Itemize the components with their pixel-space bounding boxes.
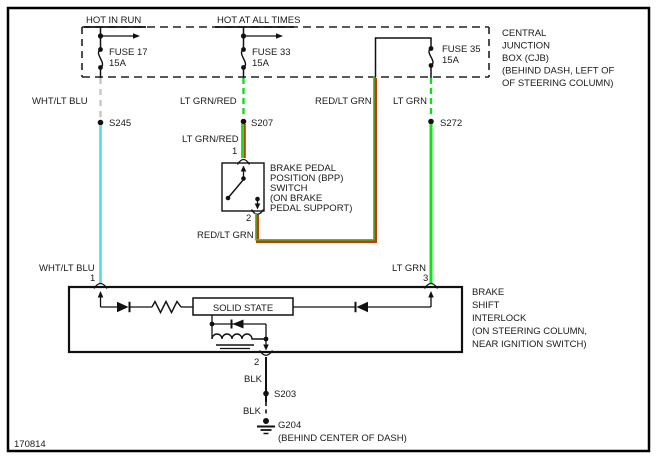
bpp-caption-line2: POSITION (BPP): [270, 173, 343, 184]
bpp-pin2-connector-icon: [250, 209, 265, 215]
red-lt-grn-label-bottom: RED/LT GRN: [197, 230, 254, 241]
cjb-caption-line5: OF STEERING COLUMN): [502, 78, 613, 89]
fuse17-label: FUSE 17: [109, 47, 148, 58]
interlock-caption-line4: (ON STEERING COLUMN,: [472, 326, 587, 337]
wire-red-lt-grn-grn-stripe: [255, 76, 375, 241]
diode-coil-icon: [232, 319, 244, 329]
fuse33-branch: FUSE 33 15A: [240, 27, 291, 78]
lt-grn-red-run: LT GRN/RED S207 LT GRN/RED 1: [180, 78, 273, 165]
interlock-junction-dot-right: [263, 336, 269, 342]
fuse33-bus-arrow-icon: [276, 33, 283, 39]
bpp-pin1-arrow-icon: [240, 165, 247, 172]
fuse33-label: FUSE 33: [252, 47, 291, 58]
interlock-box: [67, 285, 464, 354]
interlock-caption-line3: INTERLOCK: [472, 313, 527, 324]
splice-s203-dot: [263, 390, 269, 397]
splice-s203-label: S203: [274, 389, 296, 400]
interlock-caption-line1: BRAKE: [472, 287, 504, 298]
fuse17-branch: FUSE 17 15A: [97, 27, 148, 78]
page-border: [6, 6, 651, 453]
lt-grn-red-label-bottom: LT GRN/RED: [182, 134, 239, 145]
bpp-pin2-arrow-icon: [254, 203, 261, 210]
splice-s272-label: S272: [440, 118, 462, 129]
diode-input-icon: [117, 301, 129, 313]
lt-grn-run: LT GRN S272 LT GRN 3: [392, 78, 462, 289]
cjb-caption-line1: CENTRAL: [502, 28, 546, 39]
interlock-pin1-arrow-icon: [97, 291, 104, 298]
splice-s245-label: S245: [109, 118, 131, 129]
blk-label-top: BLK: [244, 374, 263, 385]
cjb-caption-line3: BOX (CJB): [502, 53, 549, 64]
interlock-pin2-number: 2: [254, 357, 259, 368]
wht-lt-blu-label-bottom: WHT/LT BLU: [39, 263, 95, 274]
red-lt-grn-run: RED/LT GRN RED/LT GRN: [197, 76, 377, 243]
splice-s207-label: S207: [251, 118, 273, 129]
fuse33-rating: 15A: [252, 58, 270, 69]
splice-s245-dot: [97, 119, 104, 126]
bpp-switch-blade: [227, 179, 245, 199]
resistor-icon: [151, 299, 182, 315]
interlock-pin3-number: 3: [423, 273, 428, 284]
interlock-pin3-arrow-icon: [428, 291, 434, 298]
lt-grn-label-top: LT GRN: [393, 96, 427, 107]
bpp-caption-line5: PEDAL SUPPORT): [270, 203, 352, 214]
wht-lt-blu-label-top: WHT/LT BLU: [32, 96, 88, 107]
bpp-contact-lower-dot: [225, 195, 231, 201]
interlock-pin2-connector-icon: [258, 350, 274, 356]
cjb-caption-line4: (BEHIND DASH, LEFT OF: [502, 66, 614, 77]
blk-label-bottom: BLK: [243, 406, 262, 417]
splice-s272-dot: [428, 118, 434, 125]
solid-state-label: SOLID STATE: [213, 303, 273, 314]
ground-run: BLK S203 BLK G204 (BEHIND CENTER OF DASH…: [243, 357, 407, 444]
lt-grn-label-bottom: LT GRN: [392, 263, 426, 274]
solenoid-coil-icon: [211, 333, 266, 340]
brake-shift-interlock: SOLID STATE 2 BRAKE SHIFT INTERLOCK (ON …: [67, 285, 587, 368]
bpp-contact-upper-dot: [241, 176, 246, 181]
bpp-caption-line3: SWITCH: [270, 183, 308, 194]
hot-at-all-times-label: HOT AT ALL TIMES: [217, 15, 300, 26]
hot-in-run-label: HOT IN RUN: [86, 15, 141, 26]
fuse17-element-icon: [97, 48, 104, 69]
bpp-switch: 2 BRAKE PEDAL POSITION (BPP) SWITCH (ON …: [221, 162, 352, 224]
bpp-pin1-connector-icon: [236, 158, 251, 165]
cjb-dashed-box: [81, 26, 490, 78]
fuse33-element-icon: [240, 48, 247, 69]
wht-lt-blu-run: WHT/LT BLU S245 WHT/LT BLU 1: [32, 78, 131, 289]
interlock-pin1-number: 1: [90, 273, 95, 284]
lt-grn-red-label-top: LT GRN/RED: [180, 96, 237, 107]
ground-location-label: (BEHIND CENTER OF DASH): [278, 433, 407, 444]
ground-dot: [263, 418, 269, 424]
fuse35-rating: 15A: [442, 55, 460, 66]
bpp-pin2-number: 2: [246, 213, 251, 224]
fuse35-feed-wire: [374, 37, 432, 77]
diode-output-icon: [356, 301, 368, 313]
bpp-caption-line1: BRAKE PEDAL: [270, 163, 336, 174]
cjb-caption-line2: JUNCTION: [502, 41, 550, 52]
bpp-switch-box: [221, 162, 265, 212]
cjb-caption: CENTRAL JUNCTION BOX (CJB) (BEHIND DASH,…: [502, 28, 614, 89]
bpp-caption-line4: (ON BRAKE: [270, 193, 322, 204]
fuse35-label: FUSE 35: [442, 44, 481, 55]
interlock-caption-line5: NEAR IGNITION SWITCH): [472, 339, 587, 350]
bpp-pin2-contact-dot: [255, 196, 260, 202]
fuse35-branch: FUSE 35 15A: [374, 37, 481, 78]
diagram-ref-number: 170814: [14, 439, 46, 450]
interlock-pin2-arrow-icon: [263, 344, 269, 351]
interlock-caption-line2: SHIFT: [472, 300, 500, 311]
bpp-pin1-number: 1: [232, 146, 237, 157]
fuse17-bus-arrow-icon: [133, 33, 140, 39]
splice-s207-dot: [240, 118, 247, 125]
ground-id-label: G204: [278, 420, 301, 431]
fuse17-rating: 15A: [109, 58, 127, 69]
wire-red-lt-grn-red-stripe: [256, 78, 377, 243]
red-lt-grn-label-top: RED/LT GRN: [315, 96, 372, 107]
fuse35-element-icon: [428, 47, 434, 67]
